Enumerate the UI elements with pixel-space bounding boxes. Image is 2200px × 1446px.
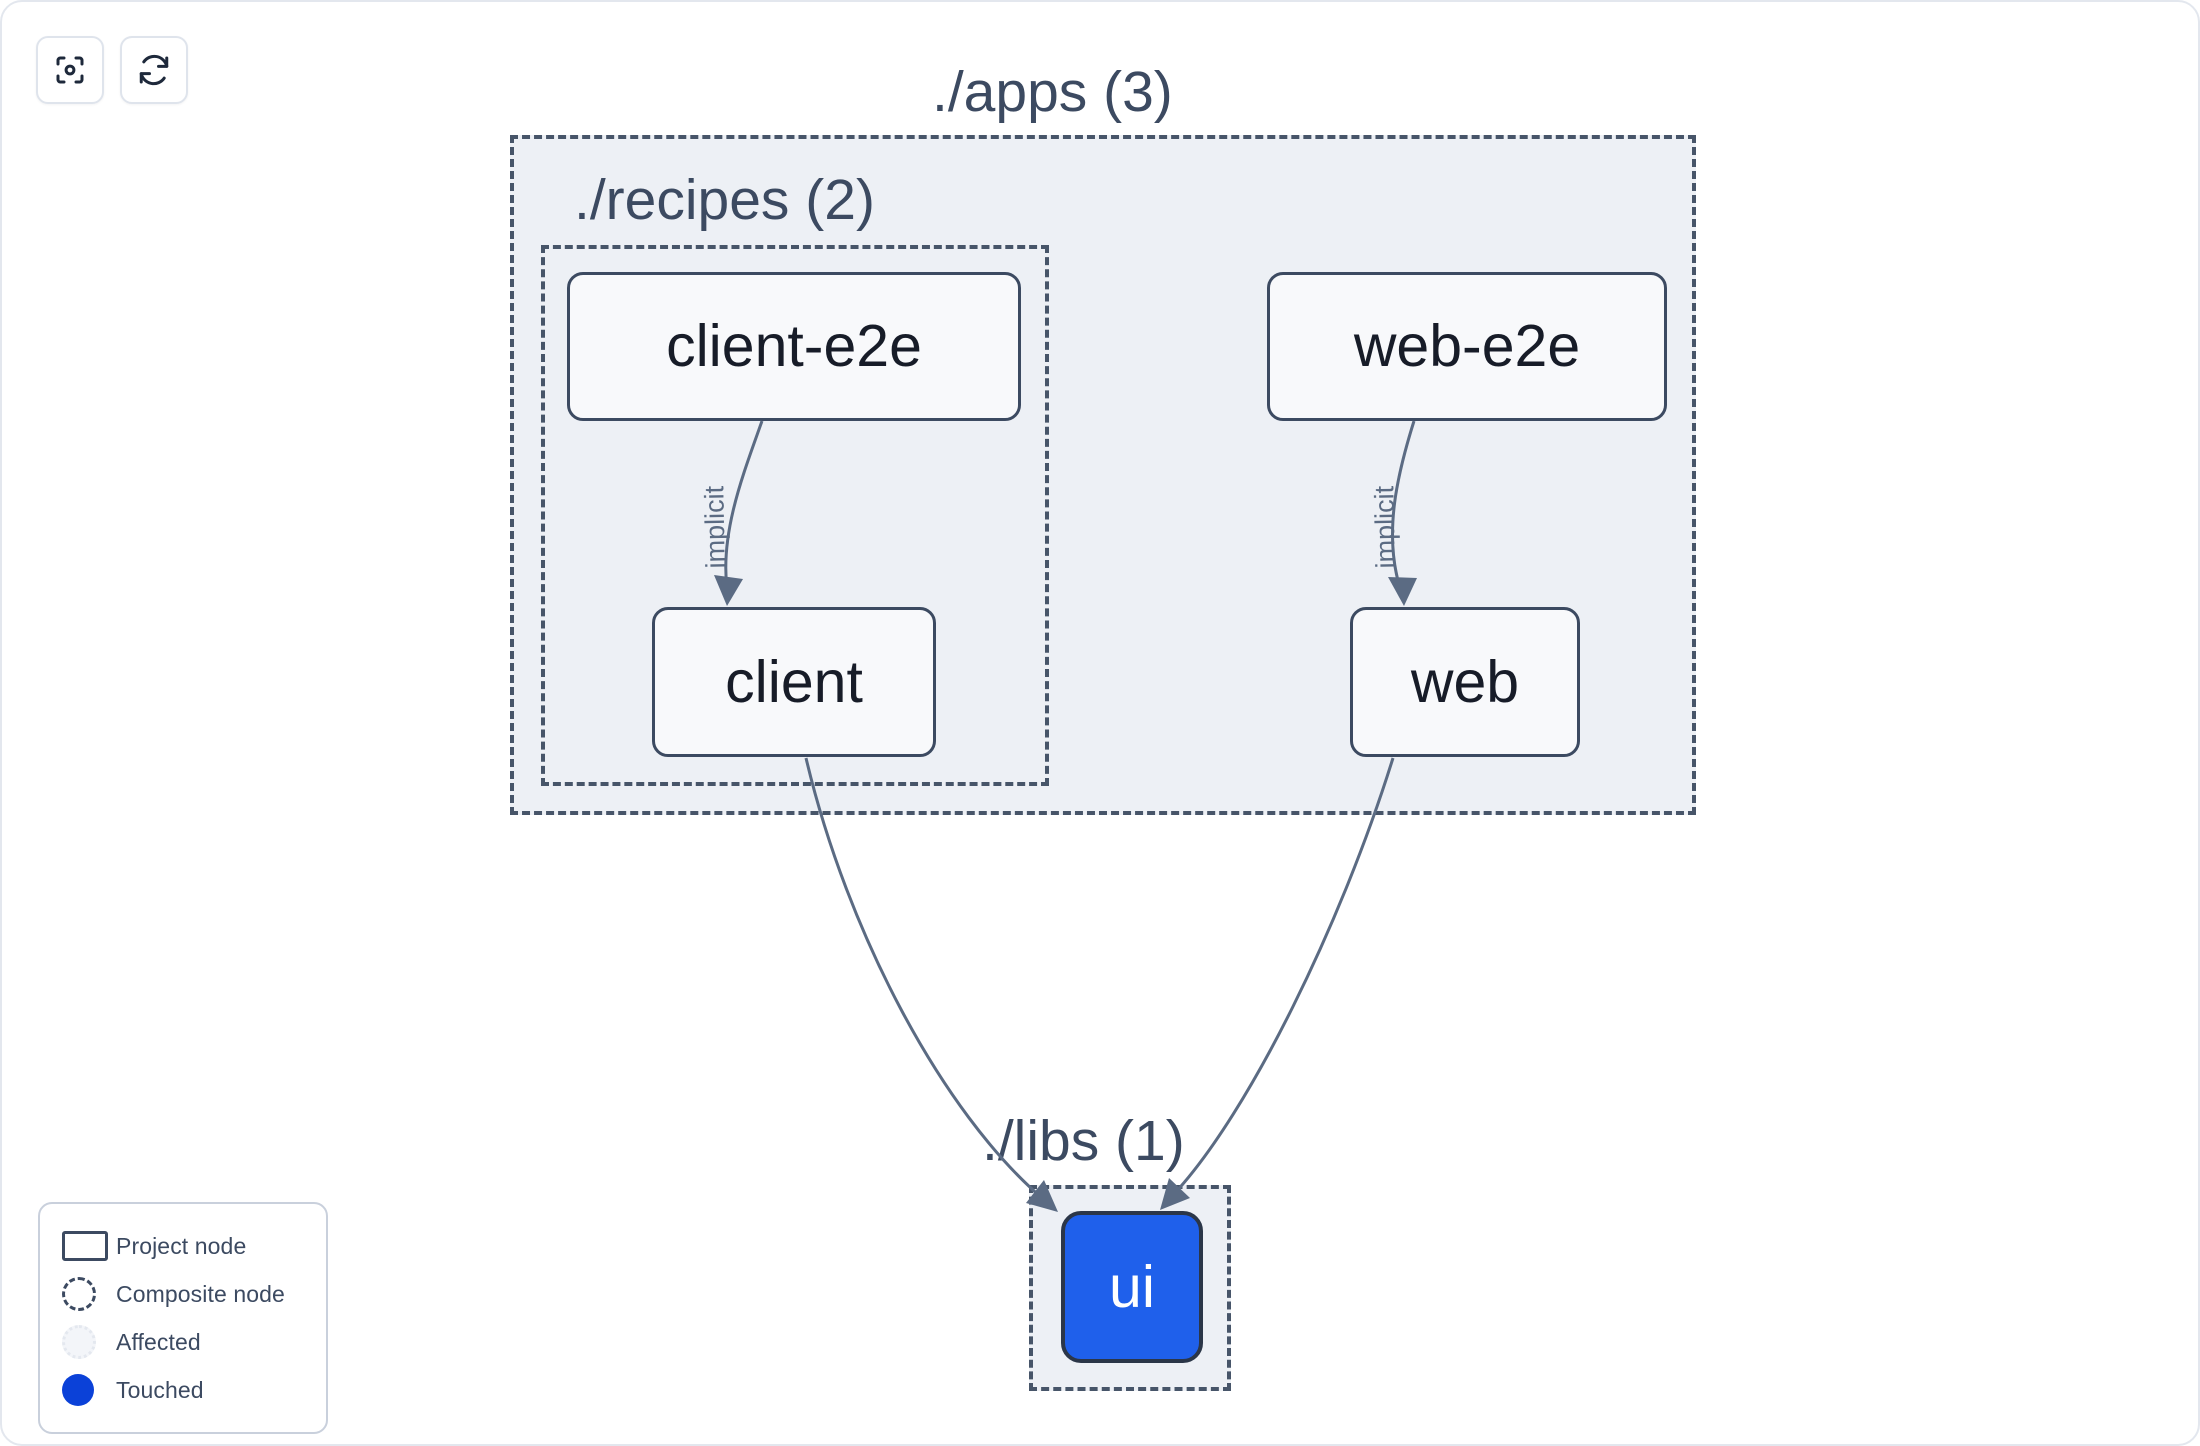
legend-item-affected: Affected [62, 1318, 306, 1366]
refresh-graph-button[interactable] [120, 36, 188, 104]
project-node-web-e2e[interactable]: web-e2e [1267, 272, 1667, 421]
legend-label-composite-node: Composite node [116, 1280, 285, 1307]
graph-toolbar [36, 36, 188, 104]
project-node-client-e2e[interactable]: client-e2e [567, 272, 1021, 421]
refresh-icon [136, 52, 172, 88]
project-node-web-e2e-label: web-e2e [1353, 313, 1581, 379]
legend-label-project-node: Project node [116, 1232, 247, 1259]
project-node-ui[interactable]: ui [1061, 1211, 1203, 1363]
focus-graph-button[interactable] [36, 36, 104, 104]
composite-node-apps-label: ./apps (3) [932, 60, 1173, 124]
composite-node-libs-label: ./libs (1) [982, 1109, 1185, 1173]
legend-item-touched: Touched [62, 1366, 306, 1414]
composite-node-recipes-label: ./recipes (2) [574, 168, 875, 232]
project-node-client-e2e-label: client-e2e [666, 313, 922, 379]
project-node-client[interactable]: client [652, 607, 936, 757]
project-node-swatch-icon [62, 1231, 116, 1261]
project-node-web[interactable]: web [1350, 607, 1580, 757]
legend-item-project-node: Project node [62, 1222, 306, 1270]
focus-target-icon [52, 52, 88, 88]
legend-label-affected: Affected [116, 1328, 201, 1355]
touched-swatch-icon [62, 1374, 116, 1406]
edge-path [1172, 757, 1395, 1196]
project-node-web-label: web [1410, 648, 1520, 715]
project-node-client-label: client [725, 648, 863, 715]
graph-legend: Project node Composite node Affected Tou… [38, 1202, 328, 1434]
legend-label-touched: Touched [116, 1376, 204, 1403]
legend-item-composite-node: Composite node [62, 1270, 306, 1318]
affected-swatch-icon [62, 1325, 116, 1359]
composite-node-swatch-icon [62, 1277, 116, 1311]
project-node-ui-label: ui [1109, 1253, 1155, 1320]
edge-web-to-ui [1160, 757, 1395, 1210]
